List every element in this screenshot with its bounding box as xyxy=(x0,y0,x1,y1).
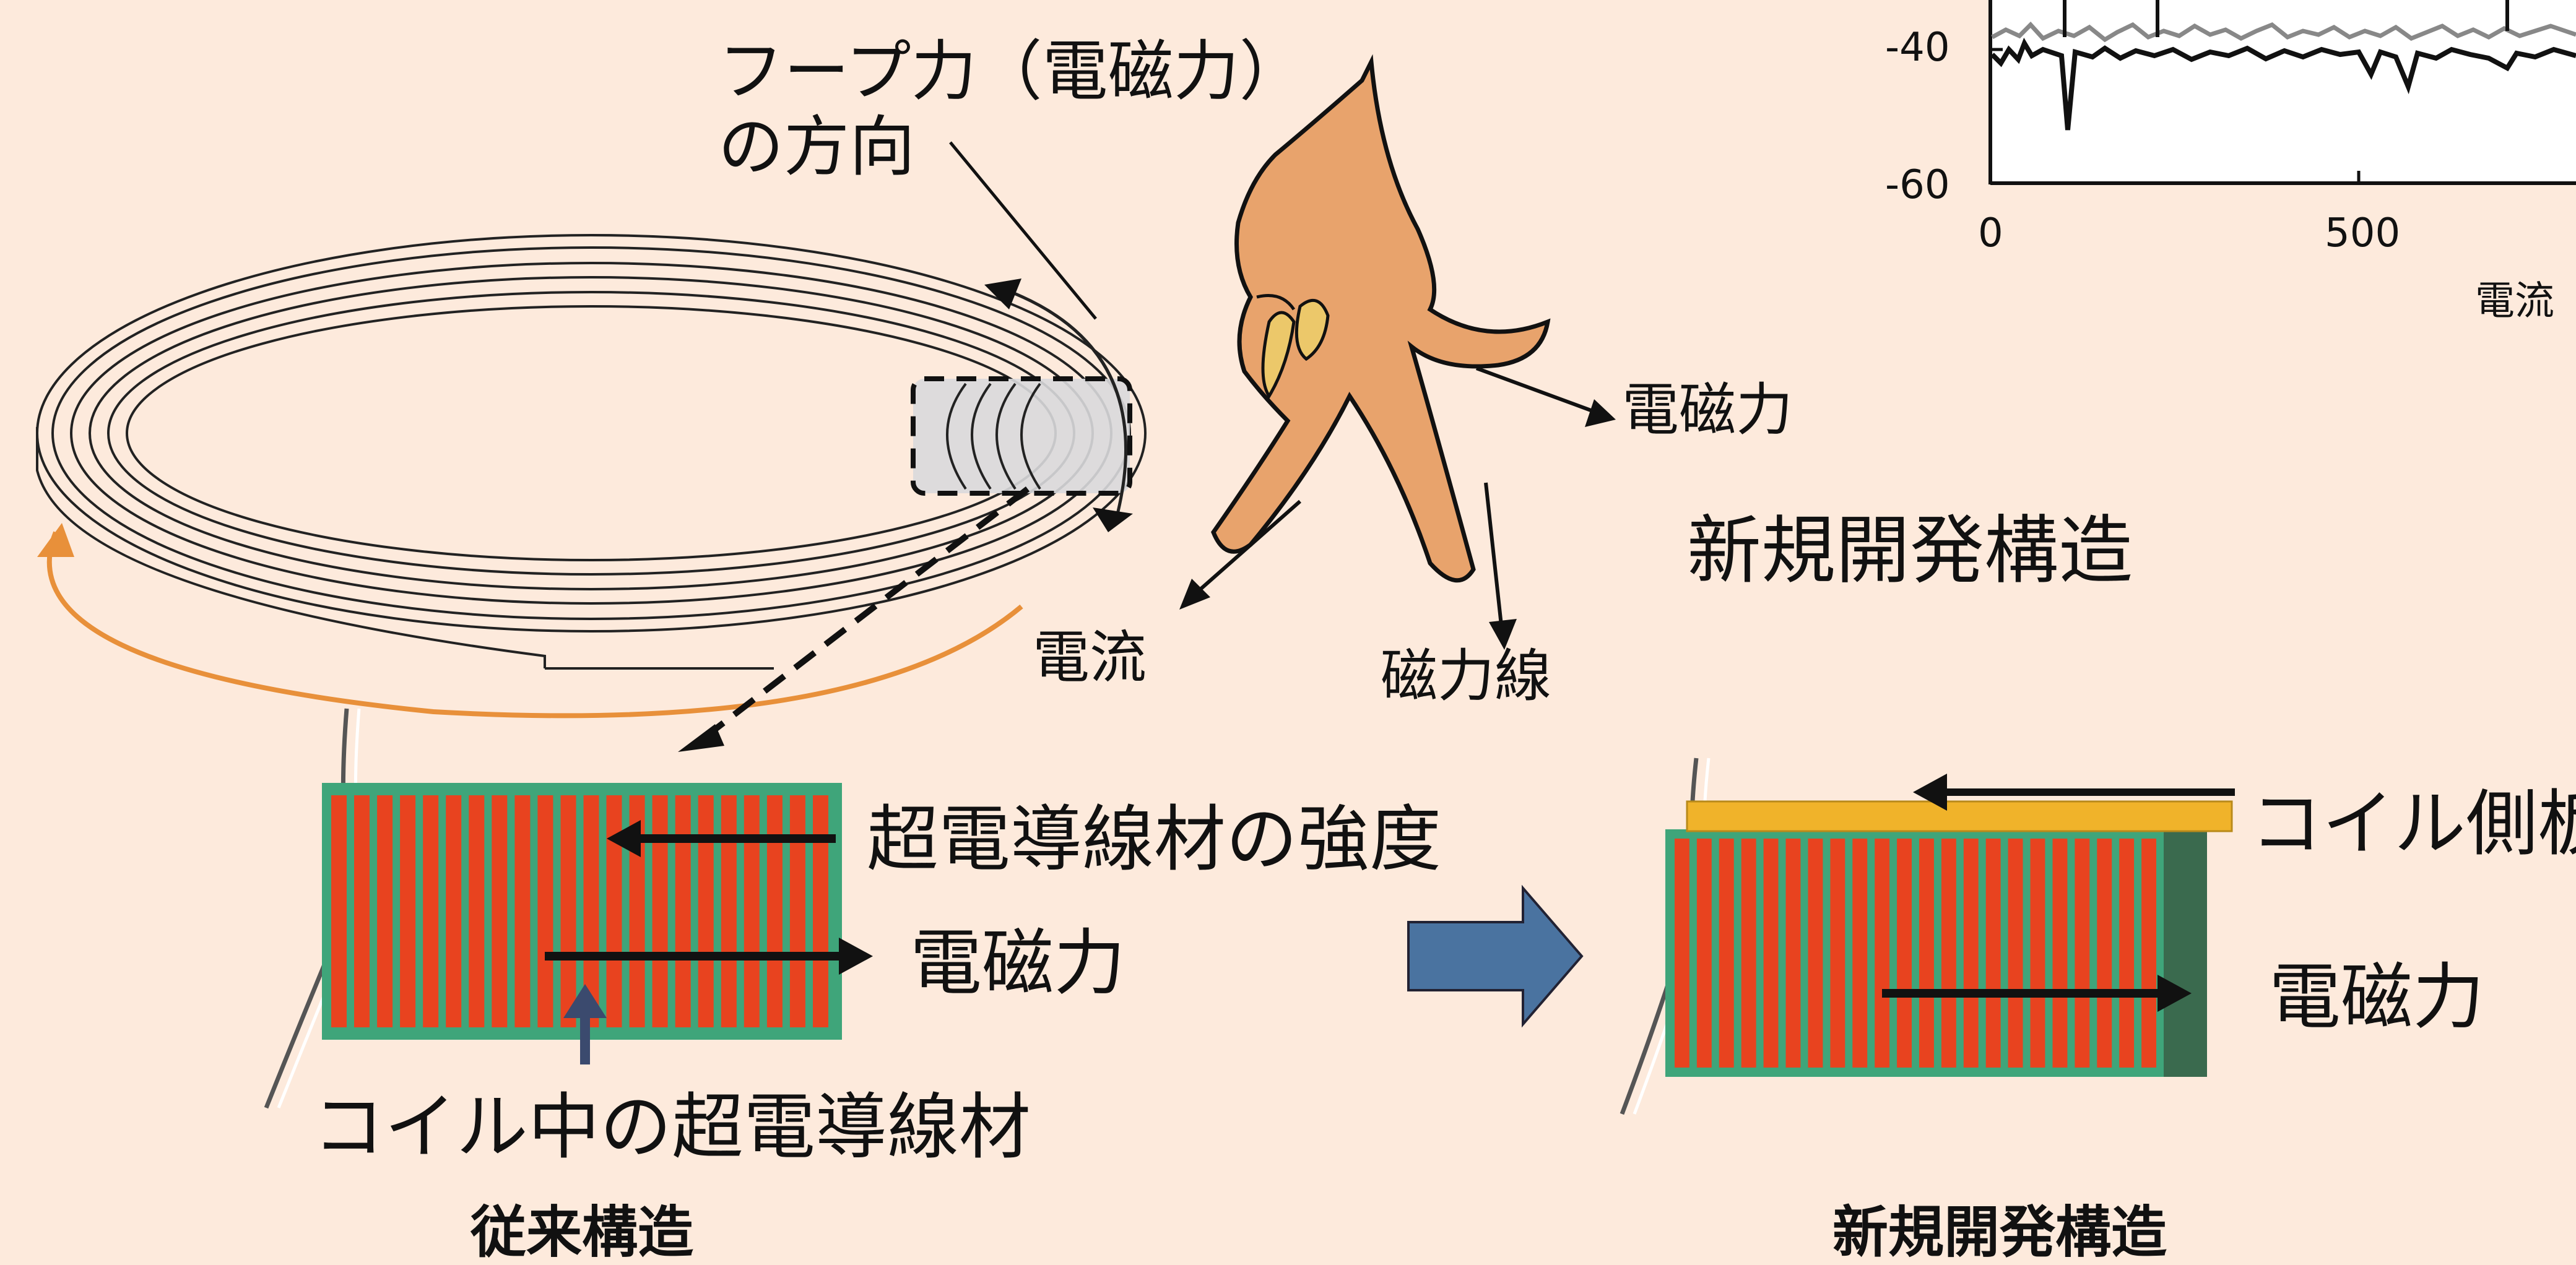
conductor-strip xyxy=(789,795,805,1027)
conductor-strip xyxy=(377,795,393,1027)
conductor-strip xyxy=(446,795,462,1027)
conductor-strip xyxy=(813,795,828,1027)
conductor-strip xyxy=(537,795,553,1027)
hoop-force-line2: の方向 xyxy=(718,108,915,185)
rotation-arc xyxy=(46,531,1023,719)
conductor-strip xyxy=(1985,839,2001,1068)
conductor-strip xyxy=(1675,839,1689,1068)
new-structure-heading: 新規開発構造 xyxy=(1687,508,2133,594)
conductor-strip xyxy=(721,795,737,1027)
conductor-strip xyxy=(492,795,508,1027)
conductor-strip xyxy=(514,795,531,1027)
conductor-strip xyxy=(1852,839,1868,1068)
conductor-strip xyxy=(2052,839,2068,1068)
conductor-strip xyxy=(2119,839,2135,1068)
hoop-force-line1: フープ力（電磁力） xyxy=(718,33,1305,110)
conductor-strip xyxy=(1830,839,1845,1068)
x-tick-label: 500 xyxy=(2325,210,2401,256)
conventional-caption: 従来構造 xyxy=(471,1200,693,1265)
conductor-strip xyxy=(1719,839,1734,1068)
conductor-strip xyxy=(2030,839,2045,1068)
new-structure-caption: 新規開発構造 xyxy=(1832,1200,2167,1265)
conductor-strip xyxy=(1763,839,1779,1068)
conductor-strip xyxy=(1808,839,1823,1068)
chart-fragment xyxy=(1988,0,2576,185)
emf-new-label: 電磁力 xyxy=(2269,956,2484,1039)
conductor-strip xyxy=(354,795,370,1027)
conventional-cross-section xyxy=(264,708,842,1109)
conductor-strip xyxy=(652,795,668,1027)
wire-strength-label: 超電導線材の強度 xyxy=(867,798,1441,881)
conductor-strip xyxy=(698,795,714,1027)
conductor-strip xyxy=(331,795,347,1027)
conductor-strip xyxy=(744,795,760,1027)
conductor-strip xyxy=(1963,839,1979,1068)
y-tick-label: -40 xyxy=(1885,25,1950,71)
conductor-strip xyxy=(560,795,576,1027)
y-tick-label: -60 xyxy=(1885,162,1950,208)
hand-illustration xyxy=(1211,54,1551,583)
coil-side-plate-label: コイル側板 xyxy=(2250,782,2576,866)
hoop-force-label: フープ力（電磁力） の方向 xyxy=(718,34,1305,185)
conductor-strip xyxy=(423,795,439,1027)
conductor-strip xyxy=(2008,839,2023,1068)
conductor-strip xyxy=(1941,839,1956,1068)
magnetic-field-label: 磁力線 xyxy=(1381,643,1552,709)
conductor-strip xyxy=(1696,839,1712,1068)
conductor-strip xyxy=(2141,839,2156,1068)
conductor-strip xyxy=(1897,839,1912,1068)
series-black xyxy=(1990,37,2576,131)
x-tick-label: 0 xyxy=(1978,210,2003,256)
conductor-strip xyxy=(1785,839,1801,1068)
conductor-strip xyxy=(766,795,783,1027)
new-cross-section xyxy=(1620,758,2233,1115)
emf-hand-label: 電磁力 xyxy=(1622,377,1793,443)
conductor-strip xyxy=(675,795,691,1027)
emf-conventional-label: 電磁力 xyxy=(910,922,1125,1005)
conductor-strip xyxy=(1919,839,1934,1068)
conductor-strip xyxy=(2075,839,2090,1068)
conductor-strip xyxy=(606,795,622,1027)
conductor-strip xyxy=(2097,839,2112,1068)
conductor-strip xyxy=(1875,839,1890,1068)
conductor-strip xyxy=(400,795,416,1027)
conductor-strip xyxy=(469,795,485,1027)
transition-arrow xyxy=(1407,884,1584,1028)
wire-in-coil-label: コイル中の超電導線材 xyxy=(313,1086,1031,1169)
conductor-strip xyxy=(1741,839,1756,1068)
x-axis-label: 電流 xyxy=(2475,278,2554,324)
current-label: 電流 xyxy=(1033,624,1147,691)
series-gray xyxy=(1991,21,2576,43)
